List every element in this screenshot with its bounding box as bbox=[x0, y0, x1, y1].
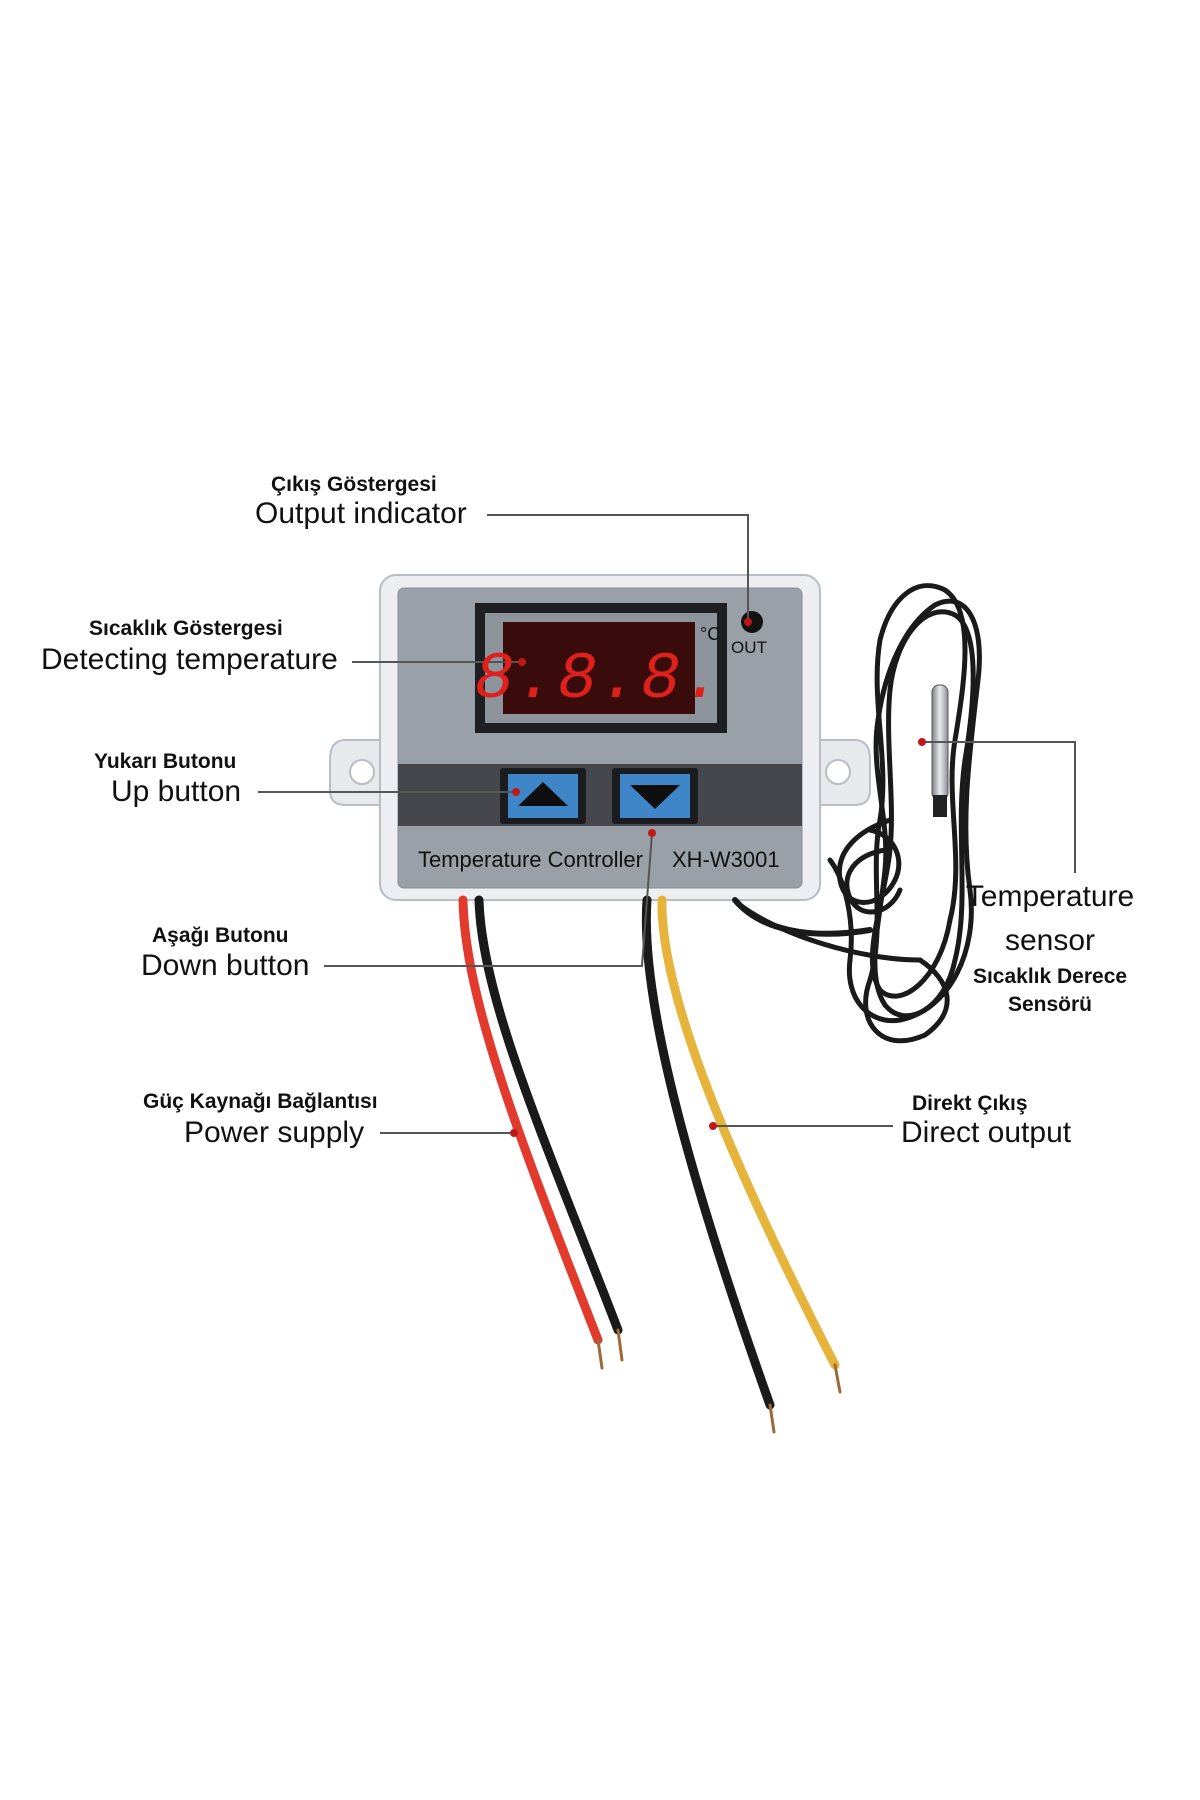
power-wires bbox=[458, 895, 624, 1370]
led-display bbox=[503, 622, 695, 714]
up-button-label-en: Up button bbox=[111, 775, 242, 808]
up-button[interactable] bbox=[500, 768, 586, 824]
up-button-label-tr: Yukarı Butonu bbox=[94, 750, 237, 773]
power-supply-label-tr: Güç Kaynağı Bağlantısı bbox=[143, 1090, 378, 1113]
detecting-temperature-label-en: Detecting temperature bbox=[41, 643, 338, 676]
sensor-cable bbox=[737, 583, 982, 1044]
down-button-label-en: Down button bbox=[141, 949, 310, 982]
temperature-sensor-label-en-1: Temperature bbox=[965, 880, 1135, 913]
display-readout: 8.8.8. bbox=[474, 642, 724, 717]
panel-title: Temperature Controller bbox=[418, 847, 643, 872]
output-wires bbox=[641, 895, 842, 1434]
unit-label: °C bbox=[700, 624, 720, 644]
temperature-sensor-label-en-2: sensor bbox=[1004, 924, 1096, 957]
leader-dots bbox=[510, 618, 926, 1137]
direct-output-label-tr: Direkt Çıkış bbox=[912, 1092, 1028, 1115]
power-supply-label-en: Power supply bbox=[184, 1116, 365, 1149]
sensor-probe bbox=[931, 684, 949, 817]
model-number: XH-W3001 bbox=[672, 847, 780, 872]
down-button[interactable] bbox=[612, 768, 698, 824]
output-indicator-label-tr: Çıkış Göstergesi bbox=[271, 473, 437, 496]
direct-output-label-en: Direct output bbox=[901, 1116, 1072, 1149]
output-indicator-label-en: Output indicator bbox=[255, 497, 467, 530]
out-label: OUT bbox=[731, 638, 767, 657]
detecting-temperature-label-tr: Sıcaklık Göstergesi bbox=[89, 617, 283, 640]
button-strip bbox=[398, 764, 802, 826]
temperature-sensor-label-tr-2: Sensörü bbox=[1007, 993, 1093, 1016]
temperature-sensor-label-tr-1: Sıcaklık Derece bbox=[972, 965, 1128, 988]
down-button-label-tr: Aşağı Butonu bbox=[152, 924, 289, 947]
mounting-ears bbox=[329, 739, 871, 806]
leader-lines bbox=[258, 514, 1076, 1134]
